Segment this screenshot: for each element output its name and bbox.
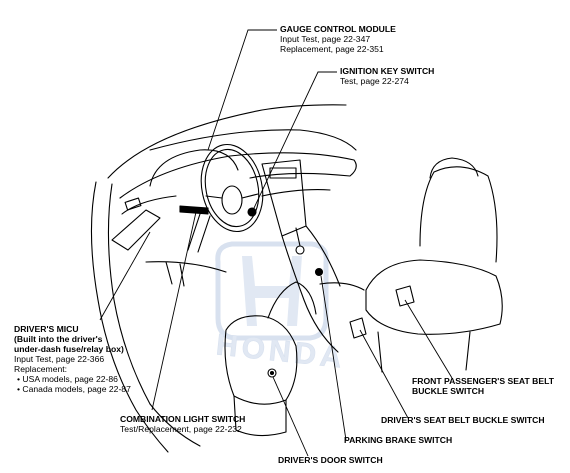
leader-gauge-control-module — [207, 29, 277, 151]
driver-seat-side — [233, 395, 287, 437]
leader-drivers-buckle — [359, 329, 409, 419]
steering-wheel-rim — [200, 143, 264, 233]
callout-drivers-door-switch: DRIVER'S DOOR SWITCH — [278, 455, 383, 465]
steering-wheel-hub — [221, 185, 243, 215]
steering-spoke-right — [241, 193, 259, 199]
shift-lever — [295, 227, 301, 247]
door-sill — [149, 403, 201, 447]
center-stack — [261, 159, 307, 237]
honda-h-mark — [242, 256, 302, 326]
honda-watermark: HONDA — [214, 241, 348, 375]
leader-drivers-door-switch — [272, 376, 309, 457]
drivers-micu-bullet-canada: Canada models, page 22-87 — [14, 384, 130, 394]
a-pillar-outline — [107, 104, 347, 179]
combination-light-switch-line-1: Test/Replacement, page 22-232 — [120, 424, 242, 434]
passenger-seat-base — [377, 331, 471, 373]
parking-brake-title: PARKING BRAKE SWITCH — [344, 435, 453, 445]
steering-spoke-left — [205, 195, 223, 199]
passenger-seat-cushion — [365, 259, 503, 335]
callout-drivers-seat-belt-buckle-switch: DRIVER'S SEAT BELT BUCKLE SWITCH — [381, 415, 545, 425]
combination-switch-stalk — [179, 205, 209, 215]
callout-drivers-micu: DRIVER'S MICU (Built into the driver's u… — [14, 324, 131, 394]
pedal-area — [165, 261, 185, 287]
center-vent — [269, 167, 297, 179]
drivers-door-switch-title: DRIVER'S DOOR SWITCH — [278, 455, 383, 465]
door-frame-outer — [90, 181, 169, 453]
front-passenger-buckle-title-2: BUCKLE SWITCH — [412, 386, 485, 396]
gauge-control-module-line-1: Input Test, page 22-347 — [280, 34, 371, 44]
passenger-headrest — [429, 157, 479, 179]
drivers-micu-title-2: (Built into the driver's — [14, 334, 103, 344]
drivers-micu-line-1: Input Test, page 22-366 — [14, 354, 105, 364]
ignition-key-switch-body — [247, 207, 257, 217]
windshield-base — [149, 129, 357, 151]
front-passenger-buckle-title-1: FRONT PASSENGER'S SEAT BELT — [412, 376, 554, 386]
leader-combination-light-switch — [151, 211, 197, 411]
callout-front-passenger-seat-belt-buckle-switch: FRONT PASSENGER'S SEAT BELT BUCKLE SWITC… — [412, 376, 554, 396]
drivers-door-switch-inner — [269, 370, 275, 376]
parking-brake-switch-body — [314, 267, 324, 277]
gauge-control-module-title: GAUGE CONTROL MODULE — [280, 24, 396, 34]
leader-ignition-key-switch — [253, 71, 337, 209]
steering-wheel-rim-inner — [204, 148, 260, 228]
ignition-key-switch-line-1: Test, page 22-274 — [340, 76, 409, 86]
shift-knob — [295, 245, 305, 255]
drivers-micu-line-2: Replacement: — [14, 364, 68, 374]
passenger-buckle-body — [395, 285, 415, 307]
leader-front-passenger-buckle — [404, 299, 453, 379]
floor-line — [145, 261, 365, 291]
callout-gauge-control-module: GAUGE CONTROL MODULE Input Test, page 22… — [280, 24, 396, 54]
left-dash-vent — [124, 197, 142, 211]
honda-watermark-text: HONDA — [215, 328, 348, 374]
gauge-hood — [149, 149, 239, 187]
driver-buckle-body — [349, 317, 367, 339]
center-console — [281, 225, 341, 353]
callout-ignition-key-switch: IGNITION KEY SWITCH Test, page 22-274 — [340, 66, 434, 86]
driver-micu-box — [111, 209, 161, 251]
gauge-control-module-line-2: Replacement, page 22-351 — [280, 44, 384, 54]
callout-combination-light-switch: COMBINATION LIGHT SWITCH Test/Replacemen… — [120, 414, 245, 434]
callout-parking-brake-switch: PARKING BRAKE SWITCH — [344, 435, 452, 445]
passenger-seat-back — [419, 166, 498, 263]
driver-seat-back — [267, 281, 317, 319]
drivers-micu-title-1: DRIVER'S MICU — [14, 324, 79, 334]
ignition-key-switch-title: IGNITION KEY SWITCH — [340, 66, 435, 76]
leader-parking-brake — [320, 275, 347, 441]
drivers-buckle-title: DRIVER'S SEAT BELT BUCKLE SWITCH — [381, 415, 545, 425]
dashboard-top — [119, 152, 357, 199]
drivers-micu-bullet-usa: USA models, page 22-86 — [14, 374, 131, 384]
drivers-micu-title-3: under-dash fuse/relay box) — [14, 344, 124, 354]
dashboard-lower-edge — [121, 189, 331, 215]
steering-column — [187, 213, 211, 253]
driver-seat-cushion — [224, 315, 298, 405]
combination-light-switch-title: COMBINATION LIGHT SWITCH — [120, 414, 246, 424]
leader-drivers-micu — [99, 231, 151, 321]
door-frame-inner — [107, 183, 151, 405]
drivers-door-switch-body — [267, 368, 277, 378]
